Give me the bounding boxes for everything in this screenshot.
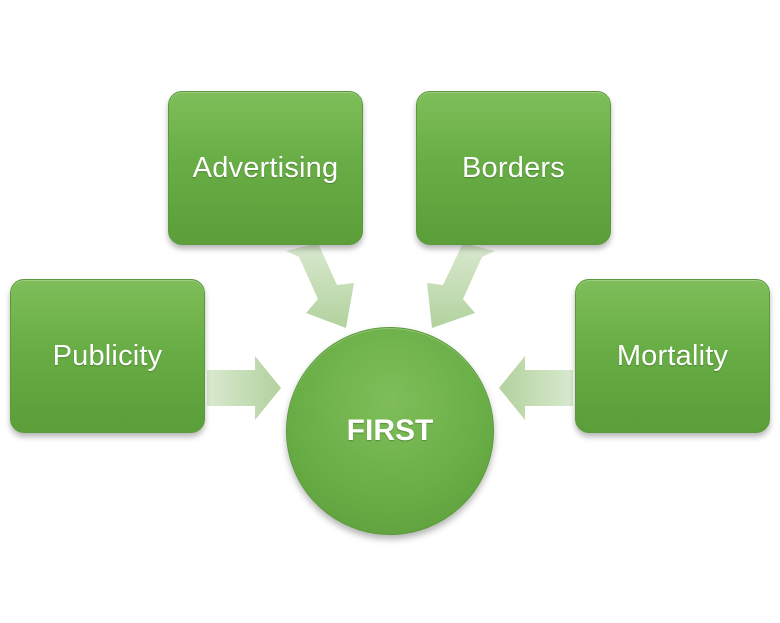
node-advertising: Advertising xyxy=(168,91,363,245)
node-mortality: Mortality xyxy=(575,279,770,433)
node-advertising-label: Advertising xyxy=(192,151,339,184)
node-borders-label: Borders xyxy=(462,151,565,184)
node-borders: Borders xyxy=(416,91,611,245)
arrow-borders-to-first xyxy=(427,243,495,328)
node-publicity: Publicity xyxy=(10,279,205,433)
center-node-first: FIRST xyxy=(286,327,494,535)
arrow-publicity-to-first xyxy=(207,356,281,420)
arrow-mortality-to-first xyxy=(499,356,573,420)
node-mortality-label: Mortality xyxy=(616,339,729,372)
center-node-label: FIRST xyxy=(346,414,434,447)
arrow-advertising-to-first xyxy=(286,243,354,328)
node-publicity-label: Publicity xyxy=(52,339,163,372)
